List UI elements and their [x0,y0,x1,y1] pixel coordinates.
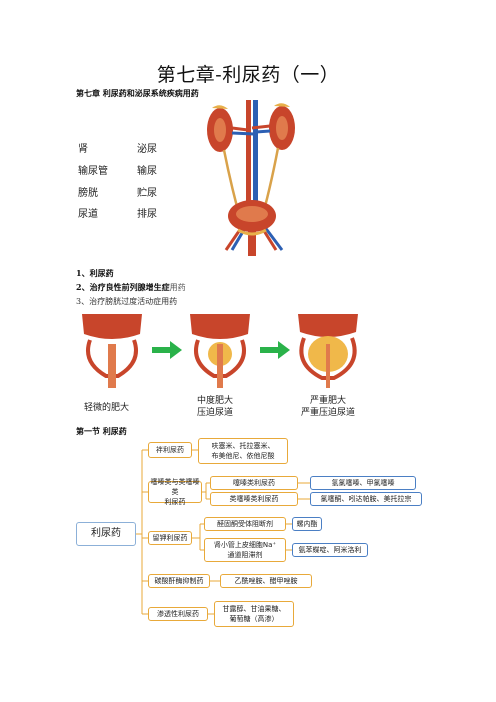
node-carbonic-anhydrase: 碳酸酐酶抑制药 [148,574,210,588]
section-heading: 第一节 利尿药 [76,426,127,436]
prostate-moderate [190,314,250,388]
prostate-mild [82,314,142,388]
stage-label-moderate: 中度肥大 压迫尿道 [190,395,240,419]
list-item-oab: 3、治疗膀胱过度活动症用药 [76,297,178,306]
prostate-severe [298,314,358,388]
node-thiazide-line1: 噻嗪类与类噻嗪类 [150,478,200,496]
node-potassium-sparing: 留钾利尿药 [148,531,192,545]
node-loop-drugs: 呋塞米、托拉塞米、 布美他尼、依他尼酸 [198,438,288,464]
list-item-bph-tail: 用药 [169,283,186,292]
stage-label-moderate-line1: 中度肥大 [196,396,233,406]
node-aldosterone-drugs: 螺内酯 [292,517,322,531]
label-kidney-function: 泌尿 [137,144,157,155]
bladder-illustration [228,200,276,256]
page-title: 第七章-利尿药（一） [156,64,340,86]
stage-label-moderate-line2: 压迫尿道 [196,408,233,418]
list-item-diuretics: 1、利尿药 [76,268,114,278]
node-osmotic-drugs: 甘露醇、甘油果糖、 葡萄糖（高渗） [214,601,294,627]
label-ureter: 输尿管 [78,166,108,177]
stage-label-severe-line2: 严重压迫尿道 [300,408,355,418]
node-thiazide-like: 类噻嗪类利尿药 [210,492,298,506]
node-enac-drugs: 氨苯蝶啶、阿米洛利 [292,543,368,557]
chapter-heading: 第七章 利尿药和泌尿系统疾病用药 [76,88,199,98]
node-thiazide: 噻嗪类与类噻嗪类 利尿药 [148,478,202,506]
vena-cava [253,100,258,220]
label-bladder: 膀胱 [78,188,98,199]
node-osmotic: 渗透性利尿药 [148,607,208,621]
label-kidney: 肾 [78,144,88,155]
label-urethra: 尿道 [78,209,98,220]
stage-label-severe: 严重肥大 严重压迫尿道 [292,395,364,419]
node-loop-diuretics: 袢利尿药 [148,442,192,458]
node-thiazide-like-drugs: 氯噻酮、吲达帕胺、美托拉宗 [310,492,422,506]
list-item-bph-bold: 2、治疗良性前列腺增生症 [76,282,170,292]
node-thiazide-drugs: 氢氯噻嗪、甲氯噻嗪 [310,476,416,490]
node-carbonic-drugs: 乙酰唑胺、醋甲唑胺 [220,574,312,588]
node-osmotic-drugs-line1: 甘露醇、甘油果糖、 [222,605,286,613]
node-osmotic-drugs-line2: 葡萄糖（高渗） [229,615,279,623]
node-enac-line2: 通道阻滞剂 [227,551,263,559]
node-loop-drugs-line2: 布美他尼、依他尼酸 [211,452,275,460]
node-thiazide-line2: 利尿药 [164,498,186,506]
prostate-stages-illustration [82,314,358,388]
label-ureter-function: 输尿 [137,166,157,177]
list-item-bph: 2、治疗良性前列腺增生症用药 [76,282,186,293]
node-aldosterone: 醛固酮受体阻断剂 [204,517,286,531]
stage-label-mild: 轻微的肥大 [84,403,130,413]
stage-label-severe-line1: 严重肥大 [309,396,346,406]
aorta [246,100,251,220]
node-enac: 肾小管上皮细胞Na⁺ 通道阻滞剂 [204,538,286,562]
label-urethra-function: 排尿 [137,209,157,220]
mindmap-root: 利尿药 [76,522,136,546]
node-enac-line1: 肾小管上皮细胞Na⁺ [213,541,277,549]
label-bladder-function: 贮尿 [137,188,157,199]
node-thiazide-sub: 噻嗪类利尿药 [210,476,298,490]
node-loop-drugs-line1: 呋塞米、托拉塞米、 [211,442,275,450]
